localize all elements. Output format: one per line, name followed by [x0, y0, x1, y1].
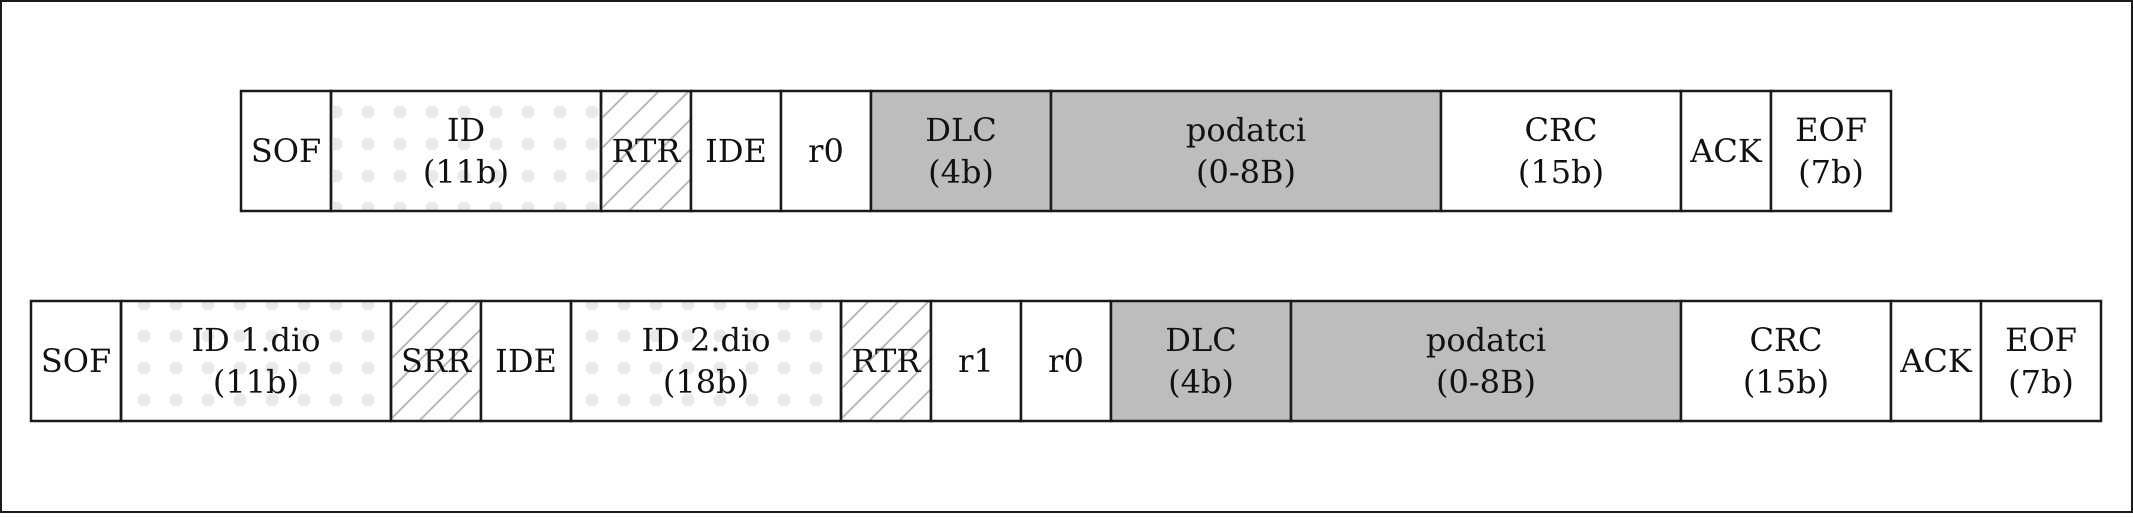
frame-field-box: [119, 299, 393, 423]
frame-field-box: [1889, 299, 1983, 423]
frame-field-box: [1049, 89, 1443, 213]
frame-field-box: [1109, 299, 1293, 423]
frame-field-label: SRR: [401, 342, 472, 380]
frame-field-label: podatci(0-8B): [1186, 111, 1306, 191]
frame-field-label: CRC(15b): [1518, 111, 1604, 191]
frame-field-label: SOF: [41, 342, 111, 380]
extended-frame: SOF ID 1.dio(11b) SRR IDE ID 2.dio(18b) RTR r1…: [29, 299, 2103, 423]
frame-field-label: CRC(15b): [1743, 321, 1829, 401]
frame-field-box: [839, 299, 933, 423]
frame-field-box: [929, 299, 1023, 423]
frame-field-box: [779, 89, 873, 213]
frame-field-label: RTR: [612, 132, 682, 170]
frame-field-label: IDE: [495, 342, 557, 380]
frame-field-box: [569, 299, 843, 423]
frame-field-label: ID 1.dio(11b): [192, 321, 321, 401]
frame-field-label: r0: [808, 132, 844, 170]
frame-field-label: RTR: [852, 342, 922, 380]
frame-field-box: [239, 89, 333, 213]
frame-field-box: [29, 299, 123, 423]
frame-field-label: EOF(7b): [2005, 321, 2077, 401]
frame-field-label: EOF(7b): [1795, 111, 1867, 191]
frame-field-label: r1: [958, 342, 994, 380]
frame-field-label: DLC(4b): [1165, 321, 1236, 401]
frame-field-label: DLC(4b): [925, 111, 996, 191]
frame-field-label: ACK: [1899, 342, 1973, 380]
frame-field-label: r0: [1048, 342, 1084, 380]
frame-field-label: SOF: [251, 132, 321, 170]
frame-field-box: [1979, 299, 2103, 423]
frame-field-label: ID(11b): [423, 111, 509, 191]
frame-field-label: ID 2.dio(18b): [642, 321, 771, 401]
frame-field-box: [1439, 89, 1683, 213]
frame-field-box: [329, 89, 603, 213]
standard-frame: SOF ID(11b) RTR IDE r0 DLC(4b) podatci(0-8B) CR…: [239, 89, 1893, 213]
frame-field-box: [389, 299, 483, 423]
frame-field-box: [479, 299, 573, 423]
frame-field-label: IDE: [705, 132, 767, 170]
frame-field-box: [1289, 299, 1683, 423]
frame-field-box: [1679, 299, 1893, 423]
frame-field-label: ACK: [1689, 132, 1763, 170]
frame-field-box: [869, 89, 1053, 213]
frame-field-box: [1769, 89, 1893, 213]
frame-field-label: podatci(0-8B): [1426, 321, 1546, 401]
